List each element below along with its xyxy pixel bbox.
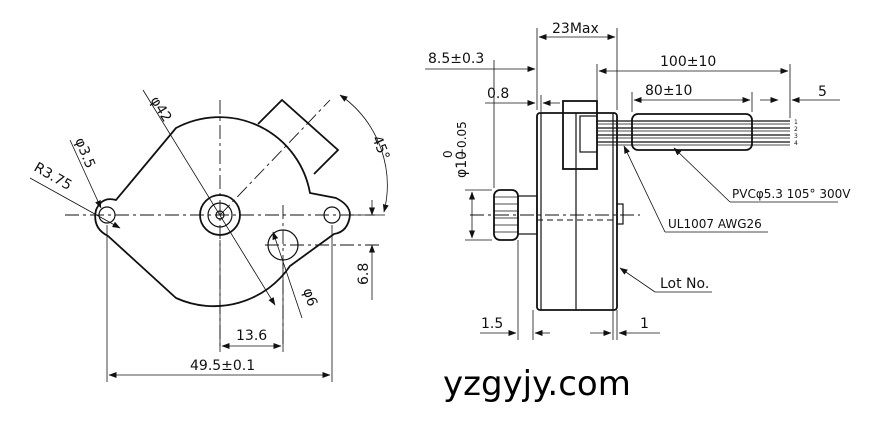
dim-flange-pos: 8.5±0.3	[428, 51, 484, 67]
lead-housing-block	[257, 98, 340, 175]
dim-right-step: 1	[640, 316, 649, 332]
dim-mount-hole: φ3.5	[71, 136, 98, 171]
pvc-sleeve	[631, 113, 753, 151]
watermark-text: yzgyjy.com	[443, 364, 631, 404]
dim-strip-end: 5	[818, 84, 827, 100]
dim-body-dia: φ42	[147, 94, 175, 125]
dim-shaft-dia: φ10	[454, 151, 470, 178]
dim-offset-v: 6.8	[356, 263, 372, 285]
side-view: 1 2 3 4 23Max 8.5±0.3 0.8 100±10 80±10 5	[425, 21, 851, 340]
label-sleeve: PVCφ5.3 105° 300V	[732, 187, 851, 201]
dim-hole-pitch: 49.5±0.1	[190, 358, 255, 374]
label-wire: UL1007 AWG26	[668, 217, 762, 231]
dim-strip-len: 80±10	[645, 83, 692, 99]
wire-number-1: 1	[794, 119, 798, 126]
dim-gear-dia: φ6	[299, 286, 320, 308]
wire-number-4: 4	[794, 140, 798, 147]
label-lot: Lot No.	[660, 276, 709, 292]
front-view: φ42 φ3.5 R3.75 45° 6.8 φ6 13.6 49.5±0.1	[29, 89, 392, 382]
wire-number-2: 2	[794, 126, 798, 133]
dim-flange-thk: 0.8	[487, 86, 509, 102]
lead-wires	[597, 120, 790, 146]
dim-left-step: 1.5	[481, 316, 503, 332]
dim-radius: R3.75	[31, 160, 74, 194]
dim-shaft-tol-upper: 0	[441, 150, 455, 158]
wire-number-3: 3	[794, 133, 798, 140]
dim-max-len: 23Max	[552, 21, 599, 37]
dim-offset-h: 13.6	[236, 328, 267, 344]
dim-shaft-tol-lower: −0.05	[455, 121, 469, 158]
dim-lead-len: 100±10	[660, 54, 716, 70]
dim-angle: 45°	[368, 134, 392, 163]
